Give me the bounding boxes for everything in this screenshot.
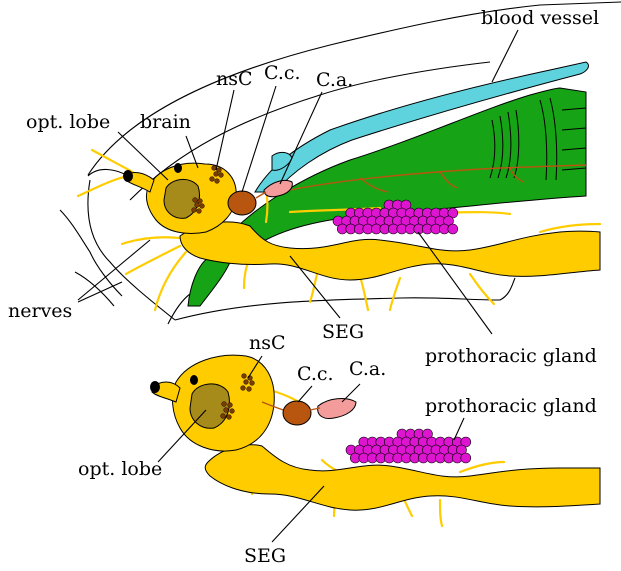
label-seg-top: SEG bbox=[322, 321, 364, 343]
label-nsc-top: nsC bbox=[216, 68, 253, 90]
gland-cell bbox=[448, 224, 458, 234]
label-cc-top: C.c. bbox=[264, 62, 301, 84]
cc-ca-connection-top bbox=[256, 192, 266, 198]
corpora-cardiaca-top bbox=[228, 191, 256, 215]
label-seg-bottom: SEG bbox=[244, 545, 286, 567]
label-ca-bottom: C.a. bbox=[349, 358, 386, 380]
label-opt-lobe-bottom: opt. lobe bbox=[78, 458, 162, 480]
label-nerves: nerves bbox=[8, 300, 72, 322]
eye2-bottom bbox=[190, 375, 198, 385]
prothoracic-gland-bottom bbox=[346, 429, 471, 463]
bottom-panel: nsC C.c. C.a. prothoracic gland opt. lob… bbox=[78, 332, 600, 567]
eye-top bbox=[123, 170, 133, 182]
corpora-cardiaca-bottom bbox=[283, 401, 311, 425]
mouthpart-outline bbox=[60, 210, 122, 306]
eye2-top bbox=[174, 163, 182, 173]
eye-bottom bbox=[150, 381, 160, 393]
label-opt-lobe-top: opt. lobe bbox=[26, 111, 110, 133]
top-panel: blood vessel opt. lobe brain nsC C.c. C.… bbox=[8, 2, 621, 367]
label-nsc-bottom: nsC bbox=[249, 332, 286, 354]
label-ca-top: C.a. bbox=[316, 69, 353, 91]
corpora-allata-bottom bbox=[318, 399, 356, 419]
gland-cell bbox=[461, 453, 471, 463]
label-blood-vessel: blood vessel bbox=[481, 7, 599, 29]
label-cc-bottom: C.c. bbox=[297, 363, 334, 385]
label-prothoracic-gland-bottom: prothoracic gland bbox=[425, 395, 597, 417]
body-outline-lower bbox=[175, 278, 515, 320]
label-brain: brain bbox=[140, 111, 191, 133]
label-prothoracic-gland-top: prothoracic gland bbox=[425, 345, 597, 367]
